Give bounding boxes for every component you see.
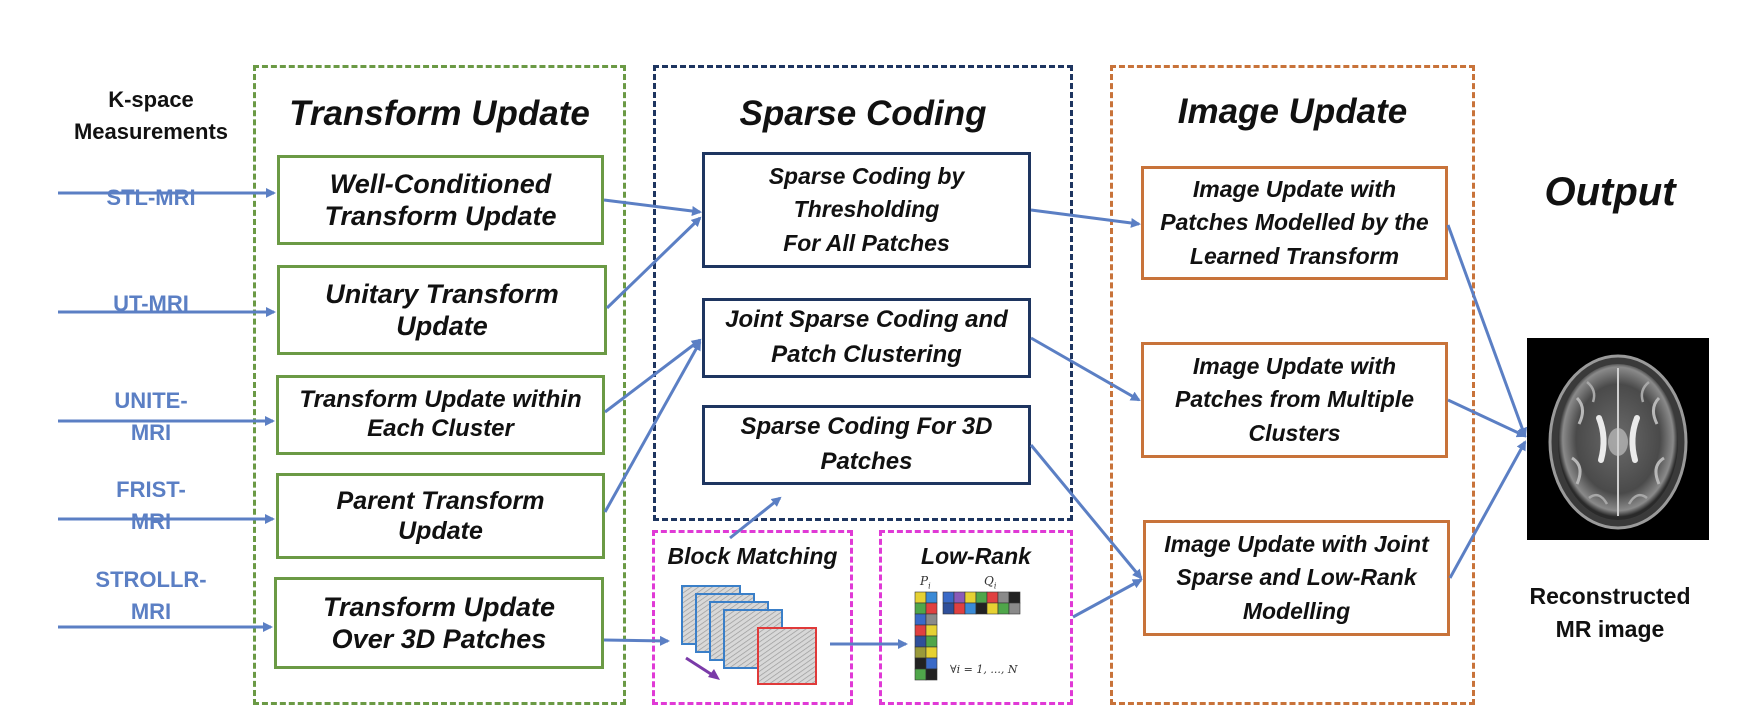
well-conditioned-transform-update-box: Well-Conditioned Transform Update — [277, 155, 604, 245]
image-update-learned-transform-box: Image Update with Patches Modelled by th… — [1141, 166, 1448, 280]
sparse-coding-3d-patches-box: Sparse Coding For 3D Patches — [702, 405, 1031, 485]
joint-sparse-coding-clustering-box: Joint Sparse Coding and Patch Clustering — [702, 298, 1031, 378]
arrow-image3-to-output — [1448, 440, 1527, 579]
arrow-joint-to-image — [1030, 336, 1141, 402]
arrow-block-to-sparse3d — [729, 496, 782, 540]
method-label-strollr-mri: STROLLR- MRI — [95, 567, 207, 624]
low-rank-title: Low-Rank — [921, 543, 1031, 569]
q-matrix-label: Qi — [984, 574, 997, 591]
image-update-joint-sparse-low-rank-box: Image Update with Joint Sparse and Low-R… — [1143, 520, 1450, 636]
mr-image — [1527, 338, 1709, 540]
transform-update-3d-patches-box: Transform Update Over 3D Patches — [274, 577, 604, 669]
low-rank-matrix-grid — [914, 591, 1021, 681]
arrow-lowrank-to-image — [1072, 578, 1143, 619]
arrow-3d-to-block — [603, 635, 670, 646]
arrow-threshold-to-image — [1030, 208, 1141, 228]
arrow-cluster-to-joint — [604, 338, 702, 414]
p-matrix-label: Pi — [920, 574, 931, 591]
reconstructed-caption: Reconstructed MR image — [1529, 583, 1691, 643]
image-update-title: Image Update — [1177, 92, 1408, 131]
arrow-image2-to-output — [1447, 398, 1527, 438]
patch-stack-illustration — [681, 585, 817, 685]
image-update-multiple-clusters-box: Image Update with Patches from Multiple … — [1141, 342, 1448, 458]
method-label-stl-mri: STL-MRI — [106, 185, 196, 210]
block-matching-title: Block Matching — [667, 543, 838, 569]
sparse-coding-title: Sparse Coding — [739, 94, 987, 133]
low-rank-formula: ∀i = 1, ..., N — [950, 663, 1018, 676]
low-rank-panel — [879, 530, 1073, 705]
arrow-unitary-to-threshold — [605, 216, 702, 310]
method-label-unite-mri: UNITE- MRI — [114, 388, 188, 445]
unitary-transform-update-box: Unitary Transform Update — [277, 265, 607, 355]
arrow-sparse3d-to-image — [1029, 444, 1143, 580]
sparse-coding-thresholding-box: Sparse Coding by Thresholding For All Pa… — [702, 152, 1031, 268]
method-label-frist-mri: FRIST- MRI — [116, 477, 186, 534]
arrow-wc-to-threshold — [603, 198, 702, 216]
output-title: Output — [1544, 170, 1676, 214]
arrow-parent-to-joint — [603, 340, 702, 513]
kspace-header: K-space Measurements — [73, 87, 229, 144]
transform-update-within-cluster-box: Transform Update within Each Cluster — [276, 375, 605, 455]
block-matching-panel — [652, 530, 853, 705]
arrow-image1-to-output — [1446, 224, 1527, 438]
parent-transform-update-box: Parent Transform Update — [276, 473, 605, 559]
sparse-coding-panel — [653, 65, 1073, 521]
transform-update-panel — [253, 65, 626, 705]
transform-update-title: Transform Update — [289, 94, 590, 133]
brain-scan-illustration — [1548, 354, 1688, 530]
